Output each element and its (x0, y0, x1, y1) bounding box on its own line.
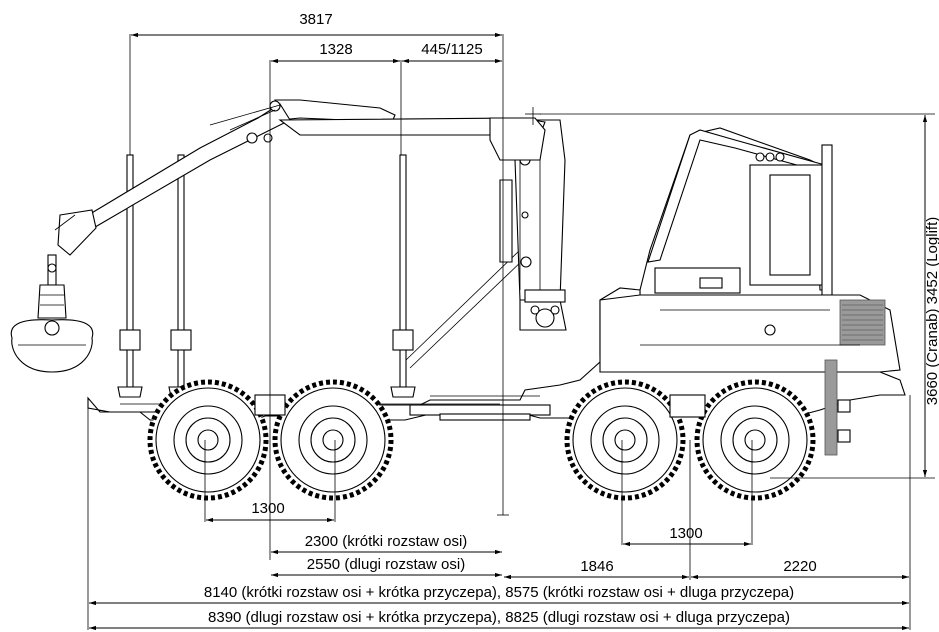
dim-front-bogie: 1300 (669, 525, 702, 542)
dim-height: 3660 (Cranab) 3452 (Loglift) (924, 217, 939, 405)
wheel-rear-2 (272, 379, 394, 501)
cab (599, 127, 833, 356)
wheel-front-1 (564, 379, 686, 501)
dim-rear-bogie: 1300 (251, 500, 284, 517)
wheel-rear-1 (147, 379, 269, 501)
forwarder-machine (10, 99, 906, 501)
dim-boom-reach: 1328 (319, 41, 352, 58)
wheel-front-2 (694, 379, 816, 501)
dim-front-axle: 1846 (580, 558, 613, 575)
dim-overall-top: 3817 (299, 11, 332, 28)
crane-boom (54, 99, 546, 256)
dim-length-long-wheelbase: 8390 (dlugi rozstaw osi + krótka przycze… (208, 609, 790, 626)
dimension-labels: 3817 1328 445/1125 3660 (Cranab) 3452 (L… (204, 11, 939, 626)
grapple (10, 254, 94, 373)
dimension-lines (87, 32, 935, 631)
dim-long-wheelbase: 2550 (dlugi rozstaw osi) (307, 556, 465, 573)
dim-short-wheelbase: 2300 (krótki rozstaw osi) (305, 533, 468, 550)
stanchions (117, 154, 526, 398)
dim-length-short-wheelbase: 8140 (krótki rozstaw osi + krótka przycz… (204, 584, 794, 601)
crane-pillar (499, 119, 567, 331)
dim-crane-offset: 445/1125 (421, 41, 482, 58)
dim-front-overhang: 2220 (783, 558, 816, 575)
engine-hood (599, 294, 901, 456)
